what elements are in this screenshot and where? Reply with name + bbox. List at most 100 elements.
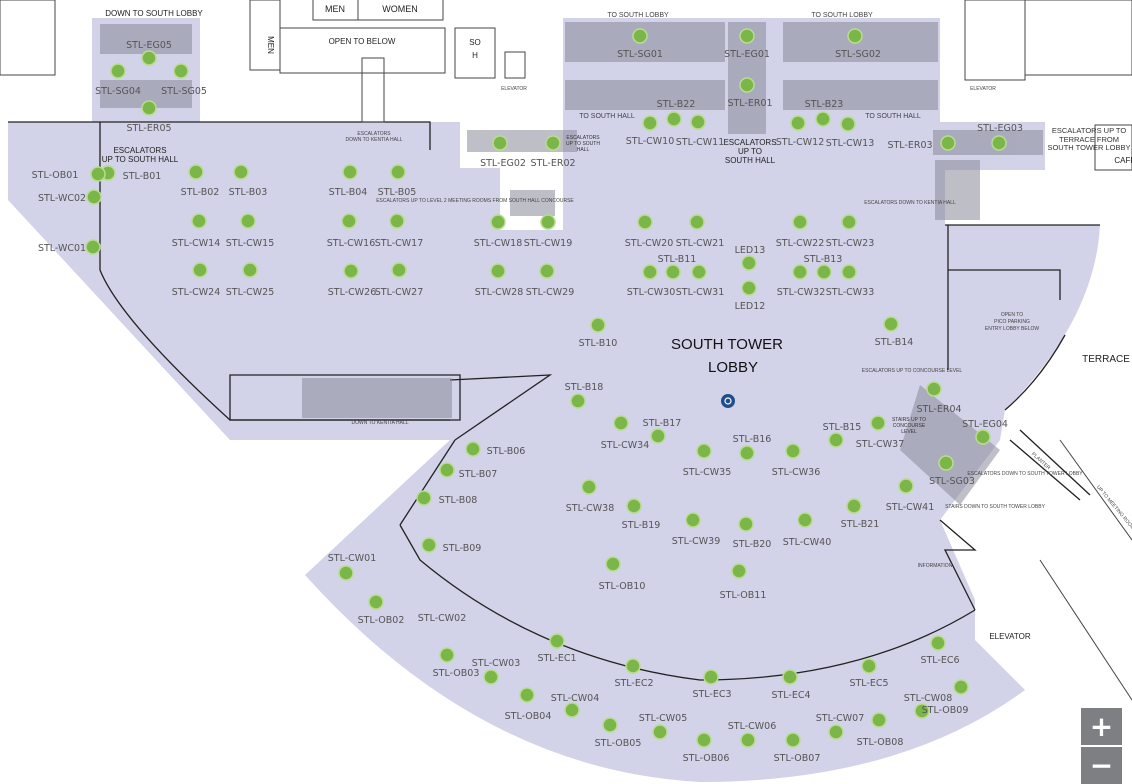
marker-dot[interactable]: [940, 135, 956, 151]
marker-stl-ec2[interactable]: STL-EC2: [614, 658, 654, 689]
marker-dot[interactable]: [792, 214, 808, 230]
marker-stl-cw18[interactable]: STL-CW18: [474, 214, 523, 249]
marker-dot[interactable]: [642, 264, 658, 280]
marker-dot[interactable]: [490, 263, 506, 279]
marker-stl-cw06[interactable]: STL-CW06: [728, 721, 777, 748]
marker-dot[interactable]: [785, 732, 801, 748]
marker-stl-ob05[interactable]: STL-OB05: [595, 717, 642, 749]
marker-dot[interactable]: [242, 262, 258, 278]
marker-dot[interactable]: [626, 498, 642, 514]
marker-dot[interactable]: [666, 111, 682, 127]
marker-dot[interactable]: [703, 669, 719, 685]
marker-stl-ob09[interactable]: STL-OB09: [922, 679, 969, 716]
marker-stl-er05[interactable]: STL-ER05: [126, 100, 172, 134]
marker-dot[interactable]: [391, 262, 407, 278]
marker-dot[interactable]: [545, 135, 561, 151]
marker-dot[interactable]: [991, 135, 1007, 151]
marker-dot[interactable]: [792, 264, 808, 280]
marker-stl-cw37[interactable]: STL-CW37: [856, 415, 905, 450]
marker-stl-cw34[interactable]: STL-CW34: [601, 415, 650, 451]
marker-dot[interactable]: [110, 63, 126, 79]
marker-dot[interactable]: [926, 381, 942, 397]
marker-dot[interactable]: [975, 429, 991, 445]
marker-stl-ob07[interactable]: STL-OB07: [774, 732, 821, 764]
marker-dot[interactable]: [861, 658, 877, 674]
marker-dot[interactable]: [590, 317, 606, 333]
marker-stl-cw17[interactable]: STL-CW17: [375, 213, 424, 249]
marker-dot[interactable]: [86, 189, 102, 205]
marker-dot[interactable]: [605, 556, 621, 572]
marker-stl-cw02[interactable]: STL-CW02: [418, 613, 467, 624]
marker-stl-eg01[interactable]: STL-EG01: [724, 28, 770, 60]
marker-dot[interactable]: [343, 263, 359, 279]
marker-stl-cw13[interactable]: STL-CW13: [826, 116, 875, 149]
marker-stl-cw11[interactable]: STL-CW11: [676, 114, 725, 148]
marker-stl-eg02[interactable]: STL-EG02: [480, 135, 526, 169]
marker-dot[interactable]: [740, 732, 756, 748]
marker-dot[interactable]: [898, 478, 914, 494]
marker-stl-cw30[interactable]: STL-CW30: [627, 264, 676, 298]
marker-stl-cw38[interactable]: STL-CW38: [566, 479, 615, 514]
marker-dot[interactable]: [841, 264, 857, 280]
marker-dot[interactable]: [870, 415, 886, 431]
marker-dot[interactable]: [797, 512, 813, 528]
marker-dot[interactable]: [652, 724, 668, 740]
marker-dot[interactable]: [192, 262, 208, 278]
marker-stl-ec6[interactable]: STL-EC6: [920, 635, 960, 666]
marker-dot[interactable]: [883, 316, 899, 332]
marker-stl-cw39[interactable]: STL-CW39: [672, 512, 721, 547]
marker-stl-cw40[interactable]: STL-CW40: [783, 512, 832, 548]
marker-dot[interactable]: [696, 732, 712, 748]
marker-stl-cw14[interactable]: STL-CW14: [172, 213, 221, 249]
marker-dot[interactable]: [739, 77, 755, 93]
marker-stl-ob06[interactable]: STL-OB06: [683, 732, 730, 764]
marker-dot[interactable]: [741, 280, 757, 296]
marker-dot[interactable]: [731, 563, 747, 579]
marker-stl-eg04[interactable]: STL-EG04: [962, 419, 1008, 445]
marker-dot[interactable]: [439, 647, 455, 663]
marker-stl-cw29[interactable]: STL-CW29: [526, 263, 575, 298]
marker-stl-sg02[interactable]: STL-SG02: [835, 28, 881, 60]
marker-dot[interactable]: [625, 658, 641, 674]
marker-stl-b01[interactable]: STL-B01: [90, 166, 161, 182]
marker-dot[interactable]: [739, 28, 755, 44]
marker-stl-cw12[interactable]: STL-CW12: [776, 115, 825, 148]
marker-dot[interactable]: [549, 633, 565, 649]
marker-dot[interactable]: [490, 214, 506, 230]
marker-stl-er03[interactable]: STL-ER03: [887, 135, 956, 151]
marker-stl-b04[interactable]: STL-B04: [329, 164, 368, 198]
marker-stl-b19[interactable]: STL-B19: [622, 498, 661, 531]
marker-stl-ob03[interactable]: STL-OB03: [433, 647, 480, 679]
marker-stl-b07[interactable]: STL-B07: [439, 462, 497, 480]
marker-stl-er04[interactable]: STL-ER04: [916, 381, 962, 415]
marker-stl-b10[interactable]: STL-B10: [579, 317, 618, 349]
marker-stl-b05[interactable]: STL-B05: [378, 164, 417, 198]
marker-dot[interactable]: [665, 264, 681, 280]
marker-dot[interactable]: [632, 28, 648, 44]
marker-dot[interactable]: [828, 432, 844, 448]
marker-dot[interactable]: [790, 115, 806, 131]
marker-stl-b17[interactable]: STL-B17: [643, 418, 682, 444]
marker-dot[interactable]: [650, 428, 666, 444]
marker-stl-cw33[interactable]: STL-CW33: [826, 264, 875, 298]
marker-stl-cw31[interactable]: STL-CW31: [676, 264, 725, 298]
marker-dot[interactable]: [840, 116, 856, 132]
marker-dot[interactable]: [815, 111, 831, 127]
marker-dot[interactable]: [782, 669, 798, 685]
marker-stl-cw10[interactable]: STL-CW10: [626, 115, 675, 147]
marker-dot[interactable]: [847, 28, 863, 44]
marker-dot[interactable]: [90, 166, 106, 182]
marker-stl-b14[interactable]: STL-B14: [875, 316, 914, 348]
marker-dot[interactable]: [953, 679, 969, 695]
zoom-out-button[interactable]: −: [1081, 747, 1122, 784]
marker-stl-ob08[interactable]: STL-OB08: [857, 712, 904, 748]
marker-stl-sg03[interactable]: STL-SG03: [929, 455, 975, 487]
marker-dot[interactable]: [570, 393, 586, 409]
marker-stl-b16[interactable]: STL-B16: [733, 434, 772, 461]
marker-dot[interactable]: [816, 264, 832, 280]
marker-dot[interactable]: [642, 115, 658, 131]
marker-stl-cw21[interactable]: STL-CW21: [676, 214, 725, 249]
marker-dot[interactable]: [492, 135, 508, 151]
marker-stl-cw41[interactable]: STL-CW41: [886, 478, 935, 513]
marker-stl-cw23[interactable]: STL-CW23: [826, 214, 875, 249]
